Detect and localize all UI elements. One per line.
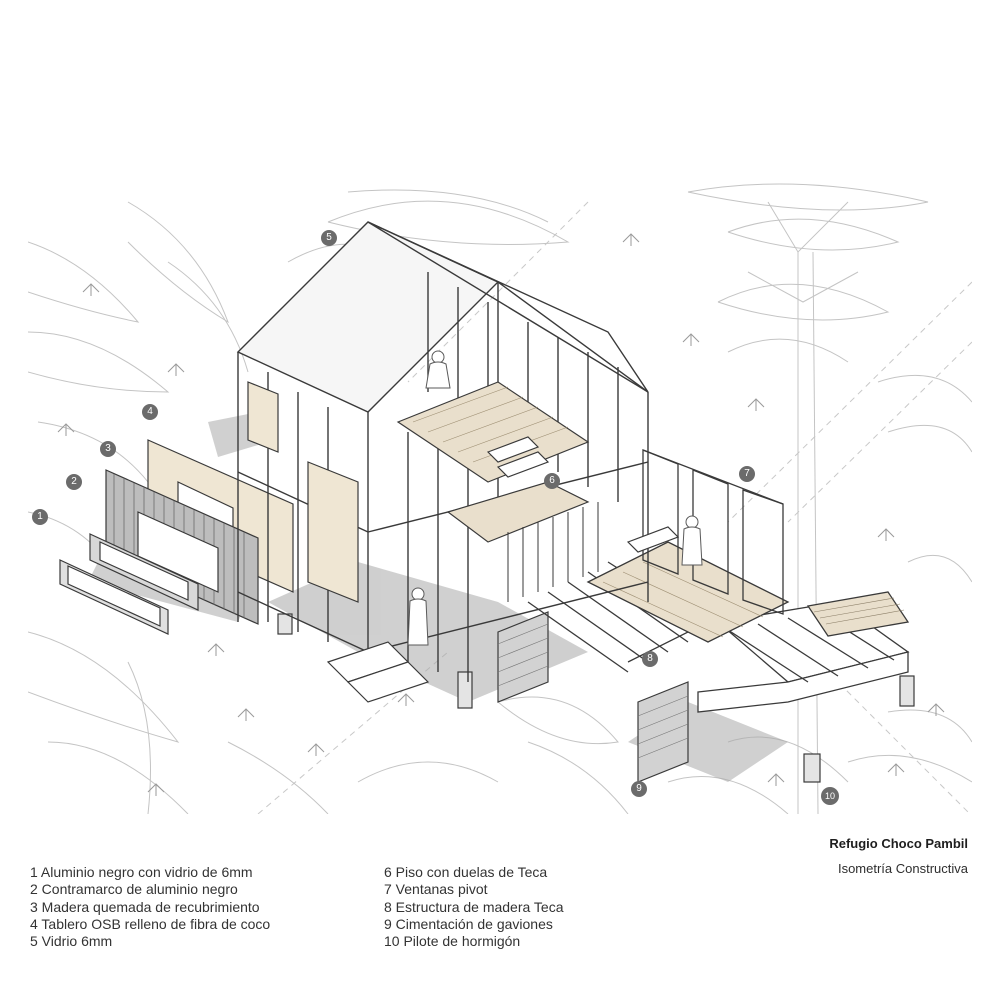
callout-1: 1	[32, 509, 48, 525]
callout-10: 10	[821, 787, 839, 805]
legend-item: 4 Tablero OSB relleno de fibra de coco	[30, 915, 271, 932]
legend-item: 6 Piso con duelas de Teca	[384, 864, 548, 880]
legend-item: 10 Pilote de hormigón	[384, 933, 521, 950]
right-pavilion	[586, 449, 790, 643]
legend-item: 9 Cimentación de gaviones	[384, 915, 553, 932]
callout-7: 7	[739, 466, 755, 482]
callout-5: 5	[321, 230, 337, 246]
legend-item: 2 Contramarco de aluminio negro	[30, 881, 238, 898]
vegetation	[28, 183, 972, 814]
people	[407, 350, 703, 646]
legend-right-column: 6 Piso con duelas de Teca 7 Ventanas piv…	[384, 864, 564, 950]
drawing-subtitle: Isometría Constructiva	[837, 861, 968, 876]
isometric-svg	[28, 183, 972, 814]
drawing-title: Refugio Choco Pambil	[829, 836, 968, 851]
floor-decks	[247, 381, 680, 703]
callout-8: 8	[642, 651, 658, 667]
legend-item: 1 Aluminio negro con vidrio de 6mm	[30, 864, 253, 880]
callout-9: 9	[631, 781, 647, 797]
callout-6: 6	[544, 473, 560, 489]
legend-left-column: 1 Aluminio negro con vidrio de 6mm 2 Con…	[30, 864, 270, 950]
callout-4: 4	[142, 404, 158, 420]
legend-item: 7 Ventanas pivot	[384, 881, 488, 898]
exploded-wall-layers	[59, 439, 294, 635]
fern-sprigs	[57, 233, 945, 796]
legend-item: 3 Madera quemada de recubrimiento	[30, 898, 260, 915]
legend-item: 8 Estructura de madera Teca	[384, 898, 564, 915]
callout-2: 2	[66, 474, 82, 490]
isometric-drawing: 1 2 3 4 5 6 7 8 9 10	[28, 182, 972, 814]
foundation	[277, 611, 915, 783]
legend-item: 5 Vidrio 6mm	[30, 933, 113, 950]
title-block: Refugio Choco Pambil Isometría Construct…	[829, 836, 968, 876]
callout-3: 3	[100, 441, 116, 457]
